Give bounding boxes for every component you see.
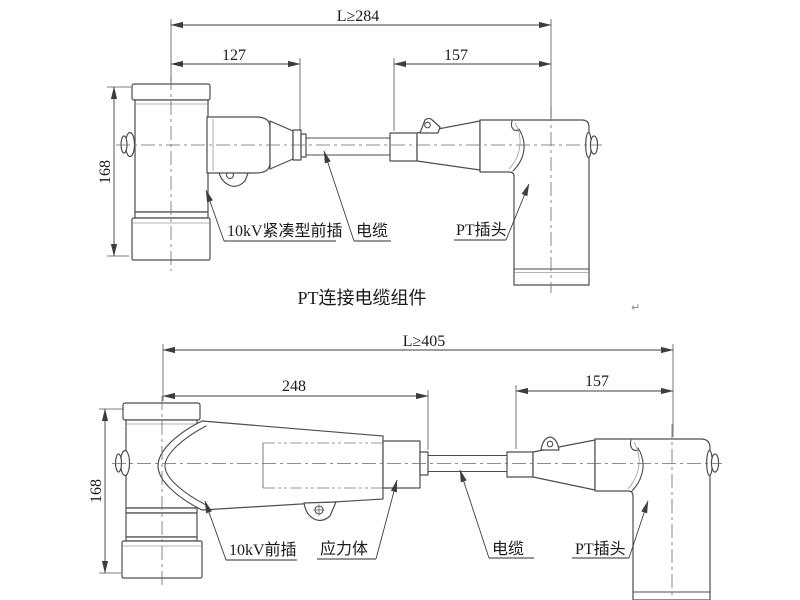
dim-bottom-front: 248 xyxy=(162,378,429,450)
callout-top-cable: 电缆 xyxy=(323,150,391,242)
top-dimensions: L≥284 127 157 168 xyxy=(97,8,552,257)
top-drawing: L≥284 127 157 168 xyxy=(97,8,602,293)
drawing-caption: PT连接电缆组件 xyxy=(297,288,426,308)
top-front-plug xyxy=(206,116,307,187)
bottom-pt-plug xyxy=(506,436,720,600)
dim-bottom-height-value: 168 xyxy=(88,479,105,503)
bottom-side-port xyxy=(114,449,131,477)
top-side-port xyxy=(120,131,136,158)
dim-top-rear: 157 xyxy=(393,47,552,131)
dim-top-rear-value: 157 xyxy=(444,47,468,64)
dim-bottom-rear-value: 157 xyxy=(585,373,609,390)
bottom-pt-port xyxy=(706,449,720,477)
bottom-front-plug-tab xyxy=(303,501,337,522)
top-centerlines xyxy=(116,76,602,293)
callout-top-pt-plug: PT插头 xyxy=(454,183,530,241)
label-top-front-plug: 10kV紧凑型前插 xyxy=(227,222,343,240)
callout-bottom-stress-cone: 应力体 xyxy=(317,479,398,560)
label-bottom-front-plug: 10kV前插 xyxy=(229,541,297,559)
dim-bottom-total-value: L≥405 xyxy=(403,333,446,350)
label-top-pt-plug: PT插头 xyxy=(456,221,507,239)
dim-top-front-value: 127 xyxy=(222,47,246,64)
dim-top-height: 168 xyxy=(97,86,131,257)
label-bottom-cable: 电缆 xyxy=(492,540,524,558)
callout-top-front-plug: 10kV紧凑型前插 xyxy=(205,189,343,242)
dim-top-total-value: L≥284 xyxy=(337,8,380,25)
label-bottom-stress-cone: 应力体 xyxy=(320,539,368,558)
top-front-connector-body xyxy=(120,83,211,261)
label-top-cable: 电缆 xyxy=(356,222,388,240)
dim-bottom-total: L≥405 xyxy=(162,333,674,437)
bottom-callouts: 10kV前插 应力体 电缆 PT插头 xyxy=(204,469,649,561)
bottom-dimensions: L≥405 248 157 168 xyxy=(88,333,674,574)
callout-bottom-front-plug: 10kV前插 xyxy=(204,500,297,561)
callout-bottom-cable: 电缆 xyxy=(459,469,534,559)
bottom-cable-lines xyxy=(427,454,509,473)
label-bottom-pt-plug: PT插头 xyxy=(575,540,626,558)
dim-bottom-height: 168 xyxy=(88,408,123,574)
callout-bottom-pt-plug: PT插头 xyxy=(572,500,649,559)
top-pt-plug xyxy=(389,117,599,286)
paragraph-return-mark: ↵ xyxy=(631,301,640,314)
dim-top-height-value: 168 xyxy=(97,160,114,184)
top-callouts: 10kV紧凑型前插 电缆 PT插头 xyxy=(205,150,530,242)
bottom-pt-plug-tab xyxy=(540,436,560,451)
bottom-front-plug xyxy=(157,420,429,522)
dim-top-front: 127 xyxy=(170,47,301,131)
top-pt-plug-tab xyxy=(419,117,441,134)
bottom-stress-body-block xyxy=(382,440,429,489)
bottom-drawing: L≥405 248 157 168 xyxy=(88,333,722,600)
bottom-centerlines xyxy=(112,396,722,599)
dim-bottom-rear: 157 xyxy=(515,373,674,449)
dim-top-total: L≥284 xyxy=(170,8,552,118)
dim-bottom-front-value: 248 xyxy=(282,378,306,395)
top-cable-lines xyxy=(305,137,392,156)
